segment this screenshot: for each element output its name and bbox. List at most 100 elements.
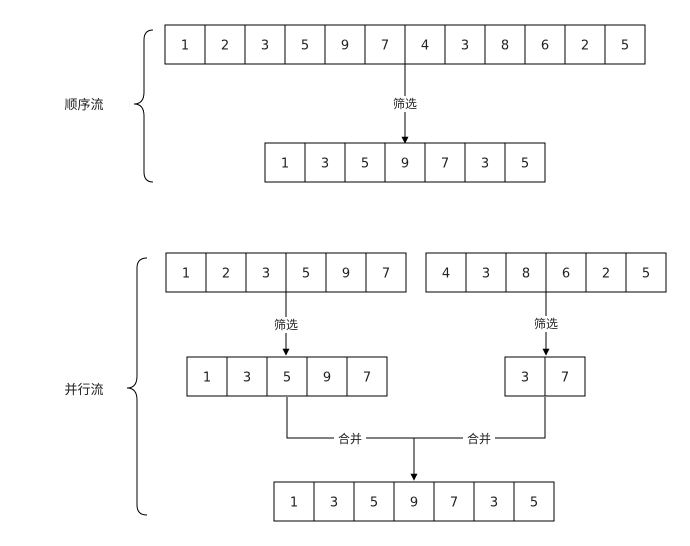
array-cell-value: 5	[302, 267, 310, 282]
array-cell	[346, 356, 388, 397]
array-cell	[424, 142, 466, 183]
array-cell-value: 1	[281, 157, 289, 172]
array-cell-value: 7	[363, 371, 371, 386]
array-cell	[545, 252, 587, 293]
array-cell-value: 5	[642, 267, 650, 282]
array-cell-value: 3	[261, 39, 269, 54]
array-cell	[513, 481, 555, 522]
array-cell	[164, 24, 206, 65]
array-cell	[473, 481, 515, 522]
array-cell	[313, 481, 355, 522]
array-cell-value: 6	[562, 267, 570, 282]
parallel-right-filter-label-bg	[530, 316, 562, 332]
array-cell	[205, 252, 247, 293]
array-cell-value: 2	[602, 267, 610, 282]
array-cell	[285, 252, 327, 293]
array-cell-value: 7	[381, 39, 389, 54]
array-cell-value: 7	[382, 267, 390, 282]
array-cell	[464, 142, 506, 183]
array-cell-value: 5	[521, 157, 529, 172]
array-cell-value: 3	[262, 267, 270, 282]
array-cell-value: 9	[401, 157, 409, 172]
array-cell-value: 5	[530, 496, 538, 511]
array-cell-value: 3	[481, 157, 489, 172]
array-cell	[585, 252, 627, 293]
array-cell-value: 9	[410, 496, 418, 511]
array-cell	[165, 252, 207, 293]
array-cell-value: 1	[181, 39, 189, 54]
array-cell-value: 2	[581, 39, 589, 54]
array-cell	[444, 24, 486, 65]
parallel-left-merge-label-bg	[334, 431, 366, 447]
sequential-brace	[133, 29, 154, 183]
array-cell	[273, 481, 315, 522]
parallel-brace	[126, 257, 148, 516]
array-cell-value: 3	[482, 267, 490, 282]
array-cell	[186, 356, 228, 397]
parallel-left-merge-label: 合并	[338, 431, 362, 446]
array-cell-value: 5	[370, 496, 378, 511]
parallel-left-filter-label: 筛选	[274, 317, 298, 332]
parallel-left-merge-connector	[286, 397, 414, 439]
array-cell-value: 8	[522, 267, 530, 282]
array-cell	[544, 356, 586, 397]
array-cell	[244, 24, 286, 65]
sequential-filter-label: 筛选	[393, 96, 417, 111]
array-cell-value: 4	[421, 39, 429, 54]
array-cell	[433, 481, 475, 522]
sequential-label: 顺序流	[64, 98, 103, 113]
array-cell	[304, 142, 346, 183]
array-cell	[353, 481, 395, 522]
array-cell-value: 5	[301, 39, 309, 54]
array-cell	[604, 24, 646, 65]
array-cell	[484, 24, 526, 65]
array-cell-value: 2	[221, 39, 229, 54]
array-cell	[364, 24, 406, 65]
array-cell-value: 4	[442, 267, 450, 282]
array-cell-value: 1	[290, 496, 298, 511]
array-cell	[404, 24, 446, 65]
array-cell-value: 7	[561, 371, 569, 386]
array-cell	[325, 252, 367, 293]
parallel-right-merge-label: 合并	[467, 431, 491, 446]
array-cell	[226, 356, 268, 397]
array-cell-value: 7	[441, 157, 449, 172]
sequential-filter-label-bg	[389, 96, 421, 112]
parallel-left-filter-label-bg	[270, 317, 302, 333]
array-cell-value: 3	[330, 496, 338, 511]
array-cell	[245, 252, 287, 293]
array-cell-value: 3	[243, 371, 251, 386]
array-cell-value: 5	[621, 39, 629, 54]
parallel-right-input-array: 4 3 8 6 2 5	[425, 252, 667, 293]
array-cell	[504, 142, 546, 183]
array-cell	[465, 252, 507, 293]
parallel-right-merge-connector	[414, 397, 546, 439]
parallel-result-array: 1 3 5 9 7 3 5	[273, 481, 555, 522]
array-cell	[625, 252, 667, 293]
array-cell-value: 3	[490, 496, 498, 511]
array-cell-value: 7	[450, 496, 458, 511]
array-cell	[504, 356, 546, 397]
array-cell-value: 2	[222, 267, 230, 282]
array-cell	[344, 142, 386, 183]
array-cell	[306, 356, 348, 397]
array-cell-value: 3	[461, 39, 469, 54]
array-cell-value: 1	[182, 267, 190, 282]
array-cell	[204, 24, 246, 65]
array-cell-value: 9	[341, 39, 349, 54]
array-cell-value: 8	[501, 39, 509, 54]
array-cell-value: 5	[361, 157, 369, 172]
array-cell	[365, 252, 407, 293]
array-cell-value: 9	[342, 267, 350, 282]
parallel-right-merge-label-bg	[463, 431, 495, 447]
array-cell	[524, 24, 566, 65]
array-cell-value: 5	[283, 371, 291, 386]
array-cell	[324, 24, 366, 65]
